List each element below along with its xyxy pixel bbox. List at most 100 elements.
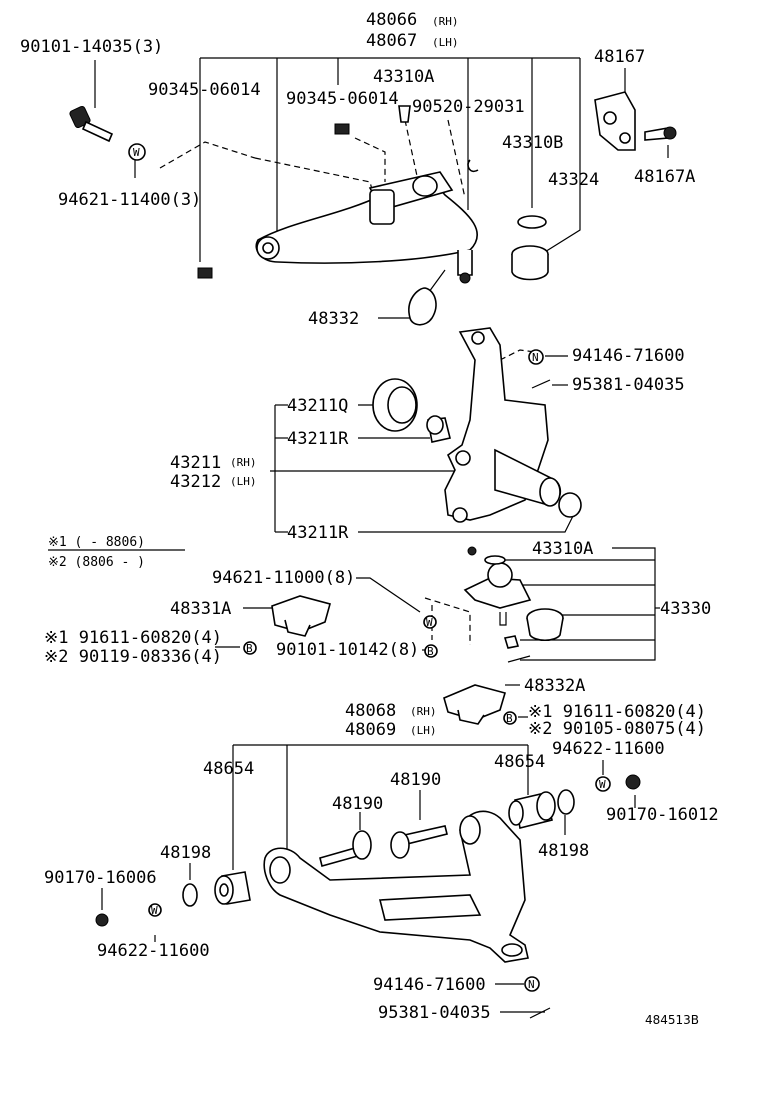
label-48069: 48069 — [345, 720, 396, 740]
svg-text:W: W — [426, 616, 433, 629]
label-48654-a: 48654 — [203, 759, 254, 779]
label-48167a: 48167A — [634, 167, 695, 187]
label-rh-3: (RH) — [410, 705, 437, 718]
label-48654-b: 48654 — [494, 752, 545, 772]
label-94622-11600-b: 94622-11600 — [97, 941, 210, 961]
svg-text:B: B — [246, 642, 253, 655]
label-90345-06014-a: 90345-06014 — [148, 80, 261, 100]
label-90105-08075: ※2 90105-08075(4) — [528, 719, 706, 739]
cam-bolt-48190-right-drawing — [390, 825, 448, 859]
bolt-90345-drawing — [334, 123, 350, 135]
upper-control-arm-drawing — [255, 159, 479, 284]
label-48190-b: 48190 — [390, 770, 441, 790]
bolt-90101-lower-drawing — [424, 644, 438, 658]
label-94621-11000: 94621-11000(8) — [212, 568, 355, 588]
label-48332a: 48332A — [524, 676, 585, 696]
label-90345-06014-b: 90345-06014 — [286, 89, 399, 109]
label-94622-11600-a: 94622-11600 — [552, 739, 665, 759]
label-48198-a: 48198 — [160, 843, 211, 863]
bushing-43324-drawing — [511, 245, 549, 281]
bracket-48167-drawing — [594, 91, 677, 151]
svg-text:N: N — [532, 351, 539, 364]
washer-94622-right-drawing — [595, 776, 611, 792]
label-94146-71600-b: 94146-71600 — [373, 975, 486, 995]
label-note-2: ※2 (8806 - ) — [48, 555, 145, 570]
svg-text:N: N — [528, 978, 535, 991]
label-91611-60820-a: ※1 91611-60820(4) — [44, 628, 222, 648]
label-48167: 48167 — [594, 47, 645, 67]
label-95381-04035-b: 95381-04035 — [378, 1003, 491, 1023]
label-48190-a: 48190 — [332, 794, 383, 814]
label-rh-2: (RH) — [230, 456, 257, 469]
label-illustration-ref: 484513B — [645, 1013, 699, 1027]
nut-94146-lower-drawing — [524, 976, 540, 992]
steering-knuckle-drawing — [444, 327, 562, 523]
label-90119-08336: ※2 90119-08336(4) — [44, 647, 222, 667]
label-90101-14035: 90101-14035(3) — [20, 37, 163, 57]
washer-48198-right-drawing — [557, 789, 575, 815]
washer-drawing: W — [128, 143, 146, 161]
washer-94622-left-drawing — [148, 903, 162, 917]
label-43310a-mid: 43310A — [532, 539, 593, 559]
label-48331a: 48331A — [170, 599, 231, 619]
label-94146-71600-a: 94146-71600 — [572, 346, 685, 366]
leader-lines — [48, 57, 669, 1013]
bolt-90345-lower-drawing — [197, 267, 213, 279]
label-43310b: 43310B — [502, 133, 563, 153]
label-94621-11400: 94621-11400(3) — [58, 190, 201, 210]
label-43330: 43330 — [660, 599, 711, 619]
label-43212: 43212 — [170, 472, 221, 492]
label-lh-2: (LH) — [230, 475, 257, 488]
label-90520-29031: 90520-29031 — [412, 97, 525, 117]
label-lh-3: (LH) — [410, 724, 437, 737]
nut-90170-right-drawing — [625, 774, 641, 790]
svg-text:W: W — [133, 146, 140, 159]
label-48066: 48066 — [366, 10, 417, 30]
ball-joint-43330-drawing — [463, 546, 564, 663]
upper-bolt-drawing — [69, 105, 114, 143]
pad-48332a-drawing — [443, 684, 506, 725]
label-43211r-b: 43211R — [287, 523, 349, 543]
bushing-48654-right-drawing — [508, 791, 556, 829]
svg-text:B: B — [506, 712, 513, 725]
label-48198-b: 48198 — [538, 841, 589, 861]
label-43211r-a: 43211R — [287, 429, 349, 449]
label-43324: 43324 — [548, 170, 599, 190]
ring-43310b-drawing — [517, 215, 547, 229]
label-90101-10142: 90101-10142(8) — [276, 640, 419, 660]
bushing-43211r-upper-drawing — [426, 415, 451, 443]
label-43310a-top: 43310A — [373, 67, 434, 87]
label-note-1: ※1 ( - 8806) — [48, 535, 145, 550]
bushing-43211r-lower-drawing — [558, 492, 582, 518]
bolt-b-right-drawing — [503, 711, 517, 725]
svg-text:B: B — [427, 645, 434, 658]
part-drawings: W — [69, 91, 677, 1019]
label-90170-16006: 90170-16006 — [44, 868, 157, 888]
nut-90170-left-drawing — [95, 913, 109, 927]
label-43211q: 43211Q — [287, 396, 348, 416]
pad-48331a-drawing — [271, 595, 331, 637]
svg-text:W: W — [151, 904, 158, 917]
label-90170-16012: 90170-16012 — [606, 805, 719, 825]
label-lh-1: (LH) — [432, 36, 459, 49]
cam-bolt-48190-left-drawing — [319, 830, 372, 867]
label-95381-04035-a: 95381-04035 — [572, 375, 685, 395]
label-48068: 48068 — [345, 701, 396, 721]
bushing-48654-left-drawing — [214, 871, 251, 905]
washer-94621-lower-drawing — [423, 615, 437, 629]
label-43211: 43211 — [170, 453, 221, 473]
bolt-90520-drawing — [398, 105, 411, 123]
label-91611-60820-b: ※1 91611-60820(4) — [528, 702, 706, 722]
bolt-b-left-drawing — [243, 641, 257, 655]
label-rh-1: (RH) — [432, 15, 459, 28]
nut-94146-upper-drawing — [528, 349, 544, 365]
cotter-pin-upper-drawing — [531, 379, 551, 389]
seal-43211q-drawing — [372, 378, 418, 432]
label-48067: 48067 — [366, 31, 417, 51]
dust-boot-drawing — [408, 287, 437, 326]
part-labels: 48066 (RH) 48067 (LH) 90101-14035(3) 903… — [20, 10, 719, 1027]
label-48332: 48332 — [308, 309, 359, 329]
svg-text:W: W — [599, 778, 606, 791]
washer-48198-left-drawing — [182, 883, 198, 907]
